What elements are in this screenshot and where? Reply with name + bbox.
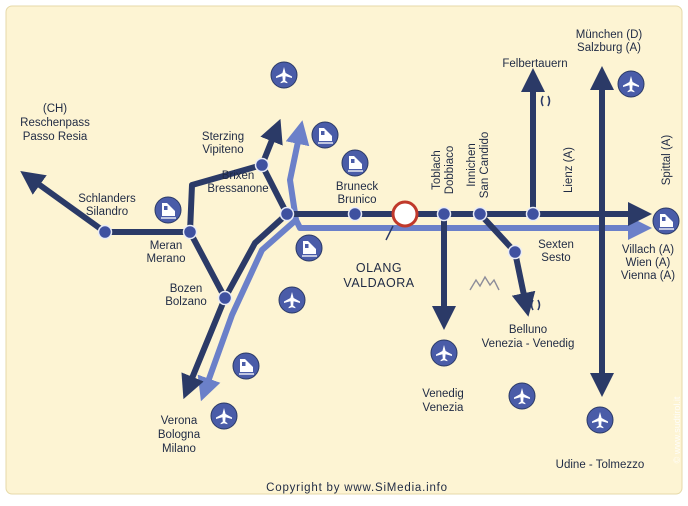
label-line: Bruneck	[336, 181, 378, 193]
station-meran	[182, 224, 198, 240]
airplane-icon	[430, 339, 458, 367]
copyright-text: Copyright by www.SiMedia.info	[266, 482, 448, 494]
label-felbertauern: Felbertauern	[502, 58, 567, 70]
map-background	[5, 5, 683, 495]
label-line: Sexten	[538, 239, 574, 251]
station-bozen	[217, 290, 233, 306]
train-icon	[154, 196, 182, 224]
label-line: Venezia - Venedig	[482, 338, 575, 350]
rail-south	[197, 217, 299, 402]
location-ring-icon[interactable]	[391, 200, 419, 228]
label-line: Salzburg (A)	[577, 42, 641, 54]
label-line: Brixen	[222, 170, 255, 182]
station-sterzing	[254, 157, 270, 173]
station-sexten	[507, 244, 523, 260]
airplane-icon	[270, 61, 298, 89]
station-innichen	[472, 206, 488, 222]
train-icon	[232, 352, 260, 380]
label-line: Merano	[147, 253, 186, 265]
label-line: Sesto	[541, 252, 570, 264]
label-line: San Candido	[479, 132, 491, 199]
label-line: München (D)	[576, 29, 643, 41]
label-line: Bressanone	[207, 183, 268, 195]
label-line: (CH)	[43, 103, 67, 115]
airplane-icon	[278, 286, 306, 314]
label-line: Venezia	[423, 402, 465, 414]
station-schlanders	[97, 224, 113, 240]
label-line: VALDAORA	[343, 276, 414, 290]
airplane-icon	[508, 382, 536, 410]
label-toblach: ToblachDobbiaco	[431, 146, 456, 195]
rail-brenner-north	[285, 120, 310, 223]
station-lienz	[525, 206, 541, 222]
station-bruneck	[347, 206, 363, 222]
station-brixen	[279, 206, 295, 222]
road-sterzing-brixen	[259, 162, 290, 217]
label-line: Bozen	[170, 283, 203, 295]
label-line: Sterzing	[202, 131, 244, 143]
road-south	[181, 295, 228, 400]
label-line: OLANG	[356, 261, 402, 275]
airplane-icon	[586, 406, 614, 434]
label-line: Reschenpass	[20, 117, 90, 129]
watermark-text: © www.sudtirol.it	[672, 396, 682, 463]
tunnel-icon	[530, 95, 551, 311]
label-line: Villach (A)	[622, 244, 674, 256]
label-lienz: Lienz (A)	[563, 147, 575, 193]
label-muenchen: München (D)Salzburg (A)	[576, 29, 643, 54]
mountain-icon	[469, 275, 500, 291]
label-line: Bolzano	[165, 296, 207, 308]
label-line: Venedig	[422, 388, 464, 400]
train-icon	[341, 149, 369, 177]
label-line: Belluno	[509, 324, 547, 336]
label-line: Schlanders	[78, 193, 136, 205]
label-line: Brunico	[338, 194, 377, 206]
label-villach: Villach (A)Wien (A)Vienna (A)	[621, 244, 675, 282]
label-line: Dobbiaco	[444, 146, 456, 195]
train-icon	[652, 207, 680, 235]
airplane-icon	[210, 402, 238, 430]
train-icon	[295, 234, 323, 262]
railway-lines	[197, 120, 652, 402]
road-brixen-bozen	[222, 211, 290, 301]
label-udine: Udine - Tolmezzo	[556, 459, 645, 471]
stations	[97, 157, 541, 306]
label-line: Toblach	[431, 150, 443, 190]
label-spittal: Spittal (A)	[661, 135, 673, 186]
airplane-icon	[617, 70, 645, 98]
label-line: Bologna	[158, 429, 201, 441]
label-line: Milano	[162, 443, 196, 455]
olang-pointer	[385, 225, 394, 241]
label-line: Verona	[161, 415, 198, 427]
label-line: Silandro	[86, 206, 128, 218]
road-meran-bozen	[187, 229, 228, 301]
label-line: Innichen	[466, 143, 478, 186]
label-line: Vienna (A)	[621, 270, 675, 282]
label-innichen: InnichenSan Candido	[466, 132, 491, 199]
road-jaufen	[187, 162, 265, 235]
label-line: Passo Resia	[23, 131, 88, 143]
station-toblach	[436, 206, 452, 222]
label-line: Meran	[150, 240, 183, 252]
train-icon	[311, 121, 339, 149]
label-line: Vipiteno	[202, 144, 243, 156]
label-line: Wien (A)	[626, 257, 671, 269]
